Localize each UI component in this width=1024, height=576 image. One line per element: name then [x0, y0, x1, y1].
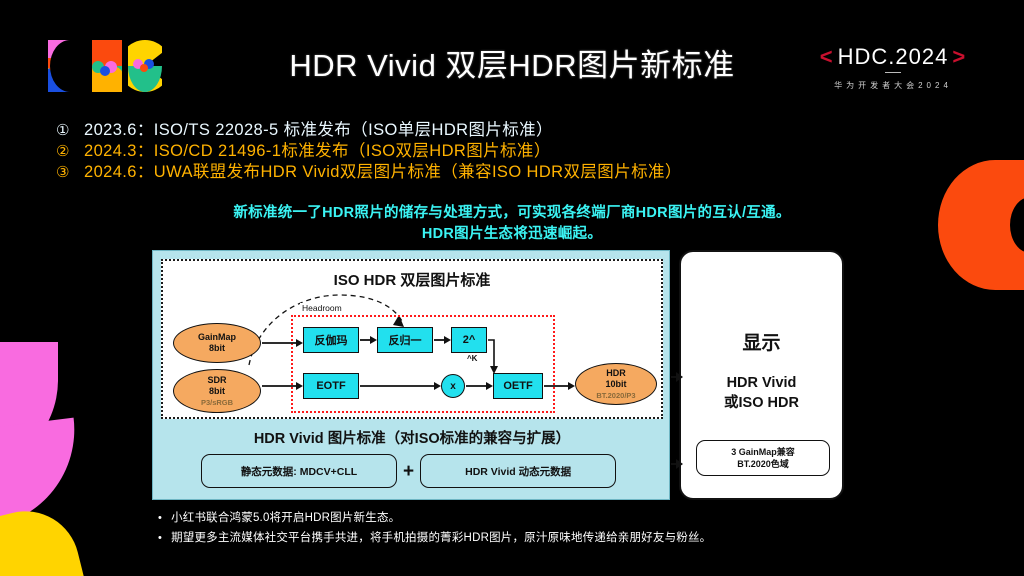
vivid-section-title: HDR Vivid 图片标准（对ISO标准的兼容与扩展）	[253, 431, 571, 447]
static-metadata-box: 静态元数据: MDCV+CLL	[201, 454, 397, 488]
iso-standard-panel: ISO HDR 双层图片标准 Headroom	[152, 250, 670, 500]
node-gainmap-line1: GainMap	[197, 332, 236, 342]
statement-line-2: HDR图片生态将迅速崛起。	[421, 226, 603, 242]
architecture-diagram: ISO HDR 双层图片标准 Headroom	[152, 250, 848, 500]
page-title: HDR Vivid 双层HDR图片新标准	[289, 48, 735, 83]
bullet-text: 期望更多主流媒体社交平台携手共进，将手机拍摄的菁彩HDR图片，原汁原味地传递给亲…	[171, 532, 712, 544]
headroom-arc	[248, 294, 404, 366]
panel-connectors	[671, 372, 683, 469]
list-number: ①	[56, 122, 70, 139]
angle-left-icon: <	[819, 44, 834, 69]
node-sdr-line2: 8bit	[208, 385, 225, 396]
statement-line-1: 新标准统一了HDR照片的储存与处理方式，可实现各终端厂商HDR图片的互认/互通。	[233, 205, 791, 221]
red-dotted-group	[291, 315, 555, 413]
display-title: 显示	[742, 333, 781, 354]
node-sdr-line1: SDR	[207, 374, 227, 385]
node-hdr-line1: HDR	[606, 367, 626, 378]
node-gainmap: GainMap 8bit	[173, 323, 261, 363]
angle-right-icon: >	[952, 44, 967, 69]
node-gainmap-line2: 8bit	[208, 343, 225, 353]
bullet-dot-icon: •	[158, 532, 163, 544]
list-number: ③	[56, 164, 70, 181]
node-hdr-sub: BT.2020/P3	[596, 390, 636, 400]
list-item: ② 2024.3：ISO/CD 21496-1标准发布（ISO双层HDR图片标准…	[56, 141, 916, 162]
list-number: ②	[56, 143, 70, 160]
list-text: 2024.3：ISO/CD 21496-1标准发布（ISO双层HDR图片标准）	[84, 142, 551, 160]
node-inverse-gamma: 反伽玛	[303, 327, 359, 353]
display-line-2: 或ISO HDR	[724, 395, 799, 411]
iso-inner-box: ISO HDR 双层图片标准 Headroom	[161, 259, 663, 419]
bullet-dot-icon: •	[158, 512, 163, 524]
display-note-box: 3 GainMap兼容 BT.2020色域	[696, 440, 830, 476]
decor-pink-shape-top	[0, 342, 58, 472]
list-item: • 期望更多主流媒体社交平台携手共进，将手机拍摄的菁彩HDR图片，原汁原味地传递…	[158, 528, 918, 548]
hdc-brand-main: <HDC.2024>	[798, 44, 988, 70]
node-eotf: EOTF	[303, 373, 359, 399]
k-exponent-label: ^K	[467, 354, 478, 363]
display-line-1: HDR Vivid	[726, 375, 797, 391]
plus-sign: +	[403, 460, 415, 482]
brand-divider	[885, 72, 901, 73]
hdc-logo-icon	[48, 40, 162, 92]
hdc-brand: <HDC.2024> 华为开发者大会2024	[798, 44, 988, 91]
headroom-label: Headroom	[300, 303, 344, 313]
bottom-bullet-list: • 小红书联合鸿蒙5.0将开启HDR图片新生态。 • 期望更多主流媒体社交平台携…	[158, 508, 918, 548]
standards-list: ① 2023.6：ISO/TS 22028-5 标准发布（ISO单层HDR图片标…	[56, 120, 916, 183]
iso-section-title: ISO HDR 双层图片标准	[333, 272, 491, 289]
node-sdr: SDR 8bit P3/sRGB	[173, 369, 261, 413]
node-inverse-normalize: 反归一	[377, 327, 433, 353]
metadata-row: 静态元数据: MDCV+CLL + HDR Vivid 动态元数据	[201, 454, 631, 488]
statement-block: 新标准统一了HDR照片的储存与处理方式，可实现各终端厂商HDR图片的互认/互通。…	[0, 203, 1024, 245]
display-note-line-1: 3 GainMap兼容	[731, 447, 795, 457]
node-power-two: 2^	[451, 327, 487, 353]
bullet-text: 小红书联合鸿蒙5.0将开启HDR图片新生态。	[171, 512, 401, 524]
slide-header: HDR Vivid 双层HDR图片新标准 <HDC.2024> 华为开发者大会2…	[0, 0, 1024, 112]
dynamic-metadata-box: HDR Vivid 动态元数据	[420, 454, 617, 488]
list-text: 2023.6：ISO/TS 22028-5 标准发布（ISO单层HDR图片标准）	[84, 121, 553, 139]
list-text: 2024.6：UWA联盟发布HDR Vivid双层图片标准（兼容ISO HDR双…	[84, 163, 682, 181]
list-item: • 小红书联合鸿蒙5.0将开启HDR图片新生态。	[158, 508, 918, 528]
hdc-brand-text: HDC.2024	[837, 44, 949, 69]
node-hdr-line2: 10bit	[605, 378, 627, 389]
hdc-brand-subtitle: 华为开发者大会2024	[834, 81, 952, 90]
list-item: ① 2023.6：ISO/TS 22028-5 标准发布（ISO单层HDR图片标…	[56, 120, 916, 141]
node-multiply: x	[441, 374, 465, 398]
node-sdr-sub: P3/sRGB	[200, 397, 234, 407]
node-hdr-output: HDR 10bit BT.2020/P3	[575, 363, 657, 405]
decor-yellow-shape	[0, 499, 85, 576]
node-oetf: OETF	[493, 373, 543, 399]
display-panel: 显示 HDR Vivid 或ISO HDR 3 GainMap兼容 BT.202…	[671, 250, 844, 500]
list-item: ③ 2024.6：UWA联盟发布HDR Vivid双层图片标准（兼容ISO HD…	[56, 162, 916, 183]
decor-pink-shape-bottom	[0, 417, 86, 531]
display-note-line-2: BT.2020色域	[737, 459, 789, 469]
